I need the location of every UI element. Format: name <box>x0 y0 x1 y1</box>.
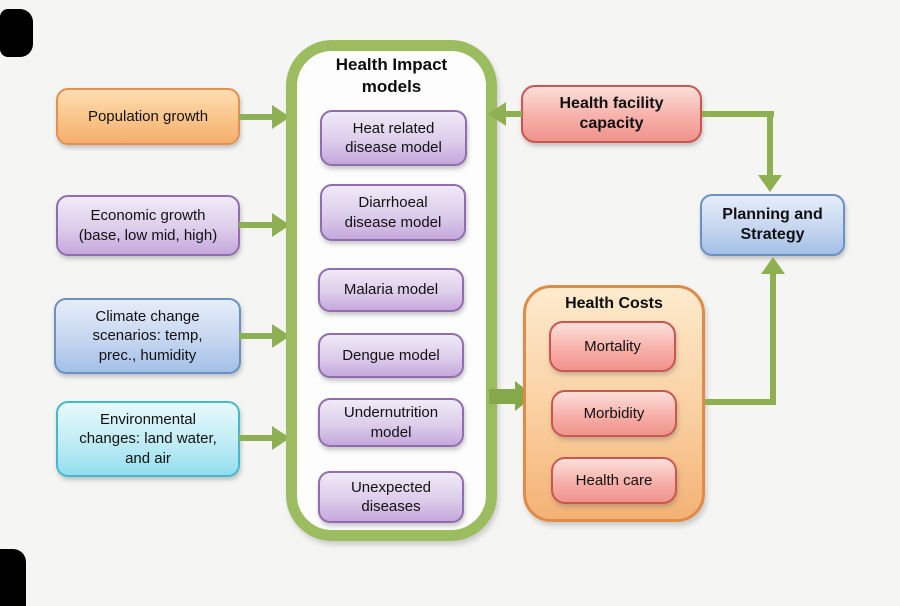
block-arrow-models-to-costs-shaft <box>489 389 515 404</box>
planning-strategy-box: Planning and Strategy <box>700 194 845 256</box>
input-box-population-growth: Population growth <box>56 88 240 145</box>
cost-box-morbidity: Morbidity <box>551 390 677 437</box>
arrow-environment-head-icon <box>272 426 290 450</box>
model-box-unexpected: Unexpected diseases <box>318 471 464 523</box>
arrow-climate-line <box>239 333 274 339</box>
arrow-economic-head-icon <box>272 213 290 237</box>
model-box-dengue: Dengue model <box>318 333 464 378</box>
input-box-economic-growth: Economic growth (base, low mid, high) <box>56 195 240 256</box>
connector-costs-up-line <box>770 274 776 405</box>
input-box-climate-change: Climate change scenarios: temp, prec., h… <box>54 298 241 374</box>
model-box-diarrhoeal: Diarrhoeal disease model <box>320 184 466 241</box>
model-box-heat-related: Heat related disease model <box>320 110 467 166</box>
arrow-climate-head-icon <box>272 324 290 348</box>
model-box-malaria: Malaria model <box>318 268 464 312</box>
input-box-environmental-changes: Environmental changes: land water, and a… <box>56 401 240 477</box>
arrow-population-head-icon <box>272 105 290 129</box>
arrow-facility-to-planning-head-icon <box>758 175 782 192</box>
health-facility-capacity-box: Health facility capacity <box>521 85 702 143</box>
connector-facility-down-line <box>767 111 773 175</box>
cost-box-health-care: Health care <box>551 457 677 504</box>
connector-costs-right-line <box>705 399 776 405</box>
connector-facility-right-line <box>702 111 774 117</box>
cost-box-mortality: Mortality <box>549 321 676 372</box>
arrow-economic-line <box>239 222 274 228</box>
arrow-facility-to-models-head-icon <box>488 102 506 126</box>
corner-artifact-bottom-left <box>0 549 26 606</box>
arrow-environment-line <box>239 435 274 441</box>
arrow-facility-to-models-line <box>504 111 522 117</box>
impact-models-title: Health Impact models <box>335 55 448 97</box>
arrow-costs-to-planning-head-icon <box>761 257 785 274</box>
health-costs-title: Health Costs <box>565 295 663 312</box>
corner-artifact-top-left <box>0 9 33 57</box>
arrow-population-line <box>239 114 274 120</box>
model-box-undernutrition: Undernutrition model <box>318 398 464 447</box>
